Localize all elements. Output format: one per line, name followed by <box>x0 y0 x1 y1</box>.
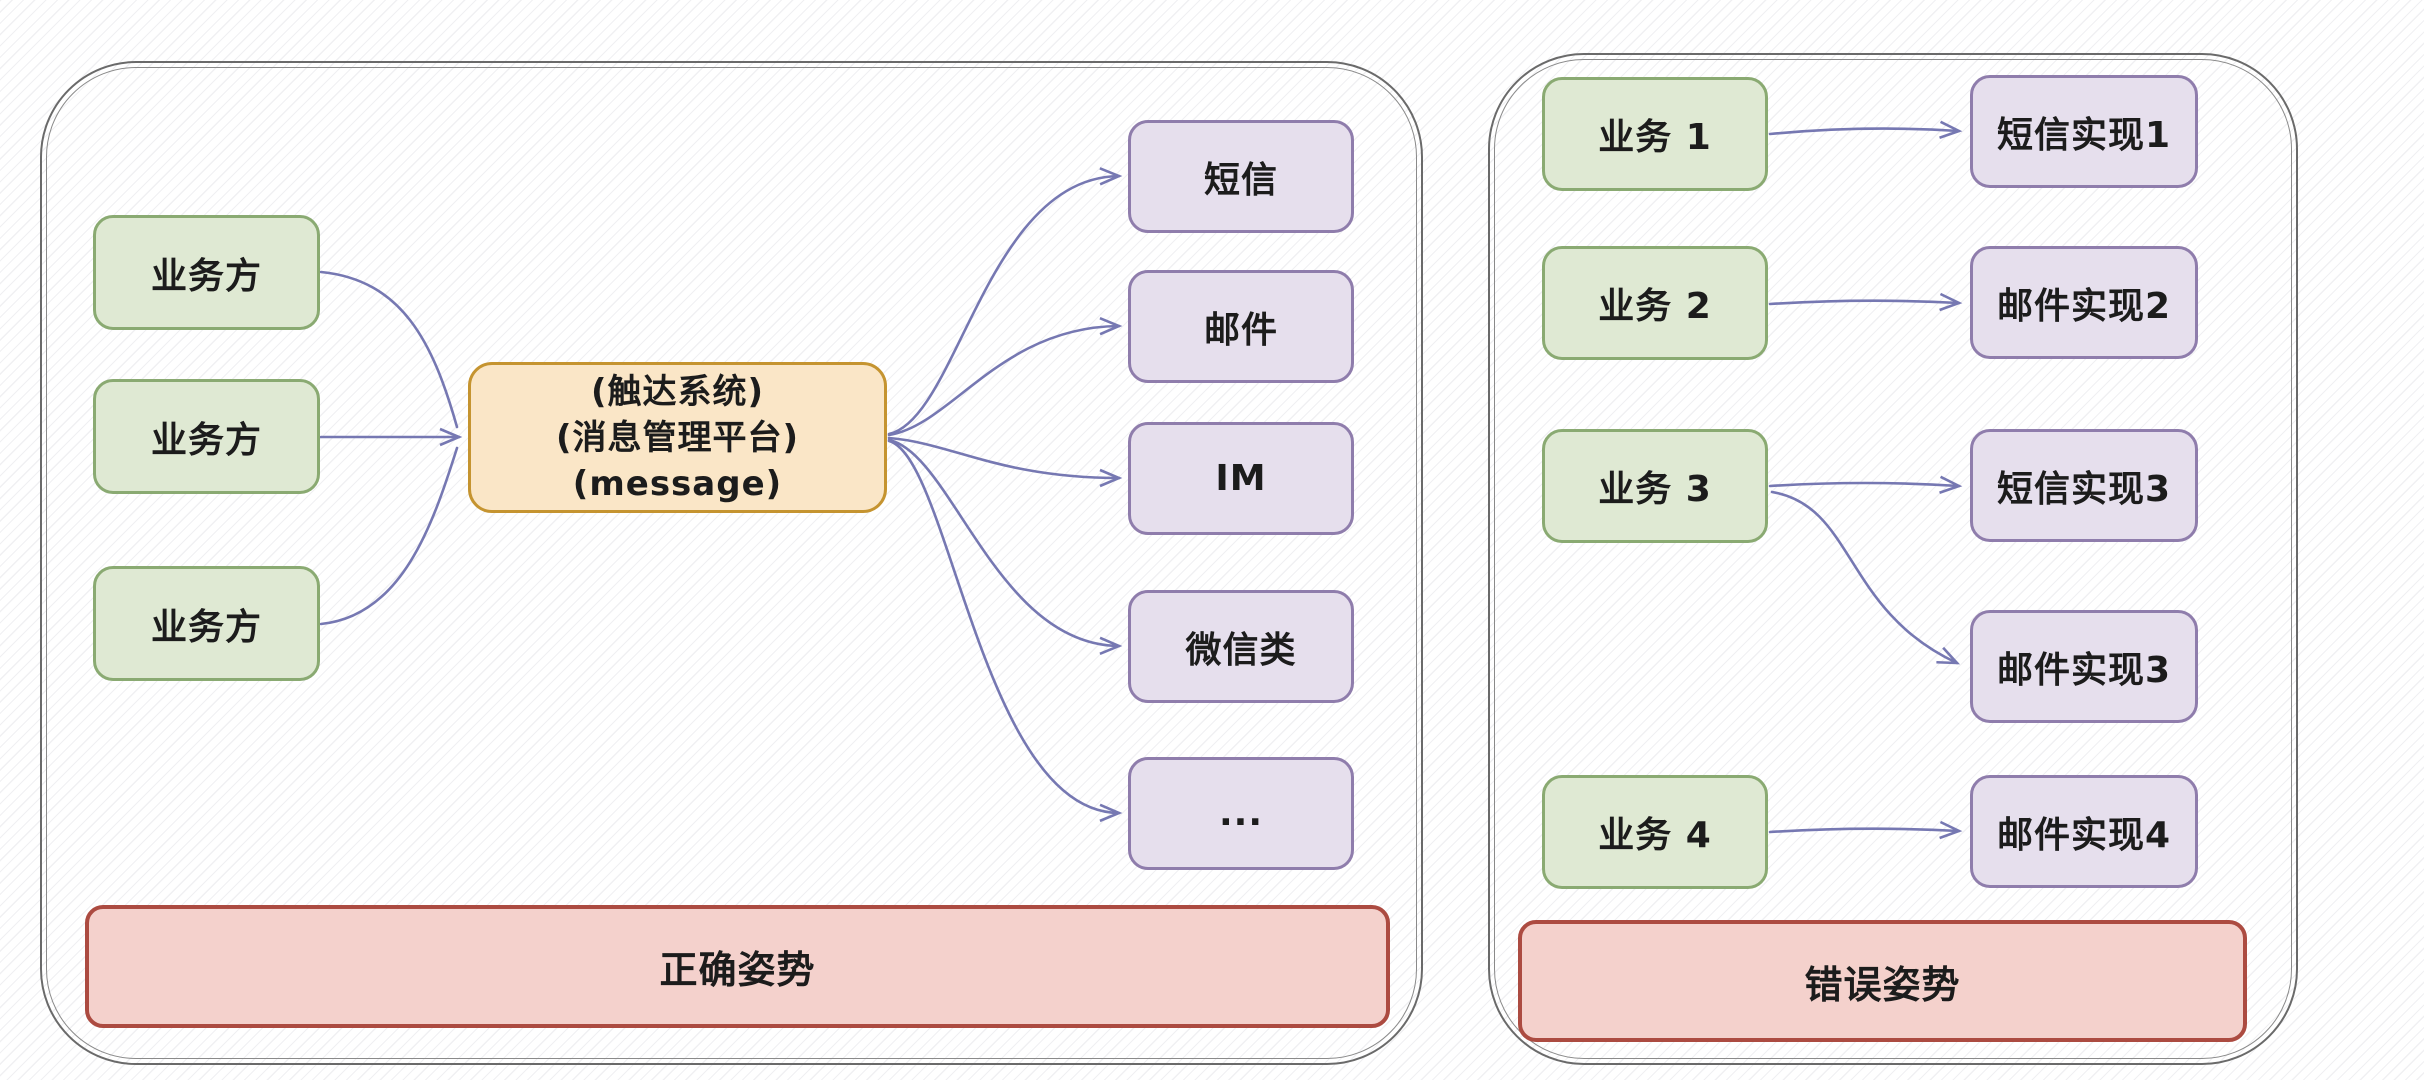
impl-box-email4-label: 邮件实现4 <box>1996 814 2172 856</box>
source-box-2-label: 业务方 <box>150 419 262 461</box>
business-box-2-label: 业务 2 <box>1598 286 1712 327</box>
business-box-2: 业务 2 <box>1542 246 1768 360</box>
wrong-panel <box>1488 53 2298 1065</box>
impl-box-email2: 邮件实现2 <box>1970 246 2198 359</box>
business-box-1-label: 业务 1 <box>1598 117 1712 158</box>
correct-banner: 正确姿势 <box>85 905 1390 1028</box>
business-box-1: 业务 1 <box>1542 77 1768 191</box>
channel-box-email: 邮件 <box>1128 270 1354 383</box>
business-box-4: 业务 4 <box>1542 775 1768 889</box>
channel-box-more-label: ... <box>1218 793 1264 834</box>
impl-box-sms1-label: 短信实现1 <box>1996 114 2172 156</box>
source-box-2: 业务方 <box>93 379 320 494</box>
impl-box-sms3-label: 短信实现3 <box>1996 468 2172 510</box>
business-box-3-label: 业务 3 <box>1598 469 1712 510</box>
channel-box-sms: 短信 <box>1128 120 1354 233</box>
hub-box: (触达系统) (消息管理平台) (message) <box>468 362 887 513</box>
source-box-3-label: 业务方 <box>150 606 262 648</box>
business-box-4-label: 业务 4 <box>1598 815 1712 856</box>
impl-box-email2-label: 邮件实现2 <box>1996 285 2172 327</box>
channel-box-im: IM <box>1128 422 1354 535</box>
source-box-3: 业务方 <box>93 566 320 681</box>
wrong-banner: 错误姿势 <box>1518 920 2247 1042</box>
hub-line-3: (message) <box>572 463 783 504</box>
impl-box-sms3: 短信实现3 <box>1970 429 2198 542</box>
source-box-1: 业务方 <box>93 215 320 330</box>
correct-banner-label: 正确姿势 <box>659 948 816 992</box>
channel-box-more: ... <box>1128 757 1354 870</box>
hub-line-2: (消息管理平台) <box>555 417 800 458</box>
wrong-panel-inner-border <box>1494 59 2292 1059</box>
channel-box-wechat-label: 微信类 <box>1185 629 1297 671</box>
source-box-1-label: 业务方 <box>150 255 262 297</box>
channel-box-wechat: 微信类 <box>1128 590 1354 703</box>
wrong-banner-label: 错误姿势 <box>1804 962 1961 1007</box>
impl-box-sms1: 短信实现1 <box>1970 75 2198 188</box>
hub-line-1: (触达系统) <box>590 371 765 412</box>
channel-box-sms-label: 短信 <box>1203 159 1278 201</box>
impl-box-email4: 邮件实现4 <box>1970 775 2198 888</box>
channel-box-email-label: 邮件 <box>1203 309 1278 351</box>
business-box-3: 业务 3 <box>1542 429 1768 543</box>
impl-box-email3: 邮件实现3 <box>1970 610 2198 723</box>
channel-box-im-label: IM <box>1215 458 1267 499</box>
impl-box-email3-label: 邮件实现3 <box>1996 649 2172 691</box>
